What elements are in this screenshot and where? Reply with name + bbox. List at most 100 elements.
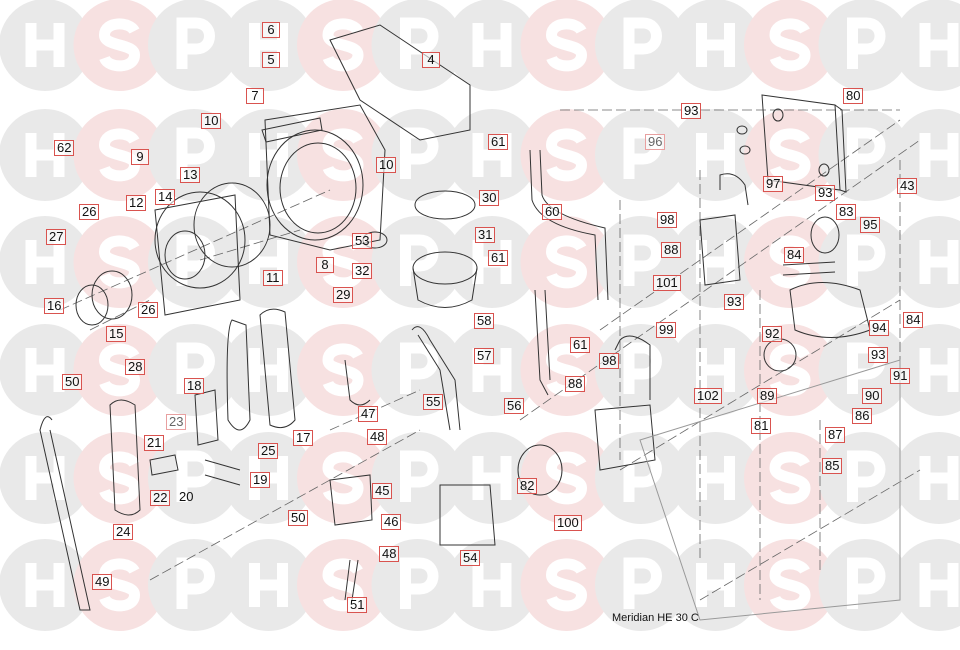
callout-label[interactable]: 84: [903, 312, 924, 328]
callout-label[interactable]: 97: [763, 176, 784, 192]
callout-label[interactable]: 62: [54, 140, 75, 156]
callout-label[interactable]: 27: [46, 229, 67, 245]
callout-label[interactable]: 6: [262, 22, 280, 38]
watermark-logo-h: [669, 432, 762, 524]
callout-label[interactable]: 95: [860, 217, 881, 233]
callout-label[interactable]: 20: [179, 489, 194, 504]
callout-label[interactable]: 61: [488, 134, 509, 150]
callout-label[interactable]: 7: [246, 88, 264, 104]
callout-label[interactable]: 99: [656, 322, 677, 338]
callout-label[interactable]: 58: [474, 313, 495, 329]
callout-label[interactable]: 82: [517, 478, 538, 494]
watermark-logo-p: [371, 539, 464, 631]
callout-label[interactable]: 86: [852, 408, 873, 424]
watermark-logo-p: [818, 432, 911, 524]
callout-label[interactable]: 87: [825, 427, 846, 443]
callout-label[interactable]: 96: [645, 134, 666, 150]
callout-label[interactable]: 54: [460, 550, 481, 566]
callout-label[interactable]: 61: [488, 250, 509, 266]
callout-label[interactable]: 12: [126, 195, 147, 211]
callout-label[interactable]: 57: [474, 348, 495, 364]
callout-label[interactable]: 13: [180, 167, 201, 183]
watermark-logo-h: [893, 324, 960, 416]
callout-label[interactable]: 17: [293, 430, 314, 446]
watermark-logo-s: [297, 0, 389, 91]
callout-label[interactable]: 56: [504, 398, 525, 414]
callout-label[interactable]: 100: [554, 515, 582, 531]
watermark-logo-s: [520, 0, 613, 91]
callout-label[interactable]: 53: [352, 233, 373, 249]
callout-label[interactable]: 4: [422, 52, 440, 68]
callout-label[interactable]: 61: [570, 337, 591, 353]
watermark-letter-shape: [176, 127, 215, 179]
callout-label[interactable]: 29: [333, 287, 354, 303]
callout-label[interactable]: 26: [138, 302, 159, 318]
callout-label[interactable]: 28: [125, 359, 146, 375]
watermark-letter-shape: [769, 451, 811, 505]
callout-label[interactable]: 93: [815, 185, 836, 201]
watermark-letter-shape: [98, 128, 141, 182]
callout-label[interactable]: 26: [79, 204, 100, 220]
callout-label[interactable]: 93: [868, 347, 889, 363]
callout-label[interactable]: 50: [288, 510, 309, 526]
callout-label[interactable]: 84: [784, 247, 805, 263]
callout-label[interactable]: 10: [201, 113, 222, 129]
callout-label[interactable]: 98: [657, 212, 678, 228]
callout-label[interactable]: 98: [599, 353, 620, 369]
watermark-logo-s: [520, 539, 613, 631]
callout-label[interactable]: 18: [184, 378, 205, 394]
callout-label[interactable]: 48: [367, 429, 388, 445]
callout-label[interactable]: 15: [106, 326, 127, 342]
callout-label[interactable]: 91: [890, 368, 911, 384]
callout-label[interactable]: 81: [751, 418, 772, 434]
callout-label[interactable]: 19: [250, 472, 271, 488]
callout-label[interactable]: 93: [681, 103, 702, 119]
callout-label[interactable]: 55: [423, 394, 444, 410]
callout-label[interactable]: 30: [479, 190, 500, 206]
callout-label[interactable]: 23: [166, 414, 187, 430]
callout-label[interactable]: 45: [372, 483, 393, 499]
callout-label[interactable]: 14: [155, 189, 176, 205]
callout-label[interactable]: 80: [843, 88, 864, 104]
callout-label[interactable]: 9: [131, 149, 149, 165]
watermark-letter-shape: [623, 557, 662, 609]
callout-label[interactable]: 25: [258, 443, 279, 459]
callout-label[interactable]: 16: [44, 298, 65, 314]
callout-label[interactable]: 83: [836, 204, 857, 220]
callout-label[interactable]: 46: [381, 514, 402, 530]
callout-label[interactable]: 21: [144, 435, 165, 451]
watermark-letter-shape: [98, 18, 141, 72]
callout-label[interactable]: 93: [724, 294, 745, 310]
callout-label[interactable]: 48: [379, 546, 400, 562]
heat-exchanger: [261, 24, 471, 251]
callout-label[interactable]: 51: [347, 597, 368, 613]
callout-label[interactable]: 49: [92, 574, 113, 590]
callout-label[interactable]: 5: [262, 52, 280, 68]
callout-label[interactable]: 60: [542, 204, 563, 220]
callout-label[interactable]: 94: [869, 320, 890, 336]
callout-label[interactable]: 8: [316, 257, 334, 273]
watermark-letter-shape: [176, 17, 215, 69]
watermark-logo-s: [73, 216, 166, 308]
callout-label[interactable]: 22: [150, 490, 171, 506]
callout-label[interactable]: 50: [62, 374, 83, 390]
callout-label[interactable]: 10: [376, 157, 397, 173]
callout-label[interactable]: 31: [475, 227, 496, 243]
chassis-frame: [639, 359, 901, 621]
callout-label[interactable]: 89: [757, 388, 778, 404]
diagram-title: Meridian HE 30 C: [612, 612, 699, 624]
callout-label[interactable]: 11: [263, 270, 283, 286]
callout-label[interactable]: 101: [653, 275, 681, 291]
callout-label[interactable]: 90: [862, 388, 883, 404]
callout-label[interactable]: 24: [113, 524, 134, 540]
callout-label[interactable]: 102: [694, 388, 722, 404]
watermark-letter-shape: [400, 557, 439, 609]
callout-label[interactable]: 88: [661, 242, 682, 258]
callout-label[interactable]: 32: [352, 263, 373, 279]
callout-label[interactable]: 43: [897, 178, 918, 194]
callout-label[interactable]: 85: [822, 458, 843, 474]
callout-label[interactable]: 47: [358, 406, 379, 422]
callout-label[interactable]: 88: [565, 376, 586, 392]
callout-label[interactable]: 92: [762, 326, 783, 342]
watermark-logo-s: [520, 432, 613, 524]
